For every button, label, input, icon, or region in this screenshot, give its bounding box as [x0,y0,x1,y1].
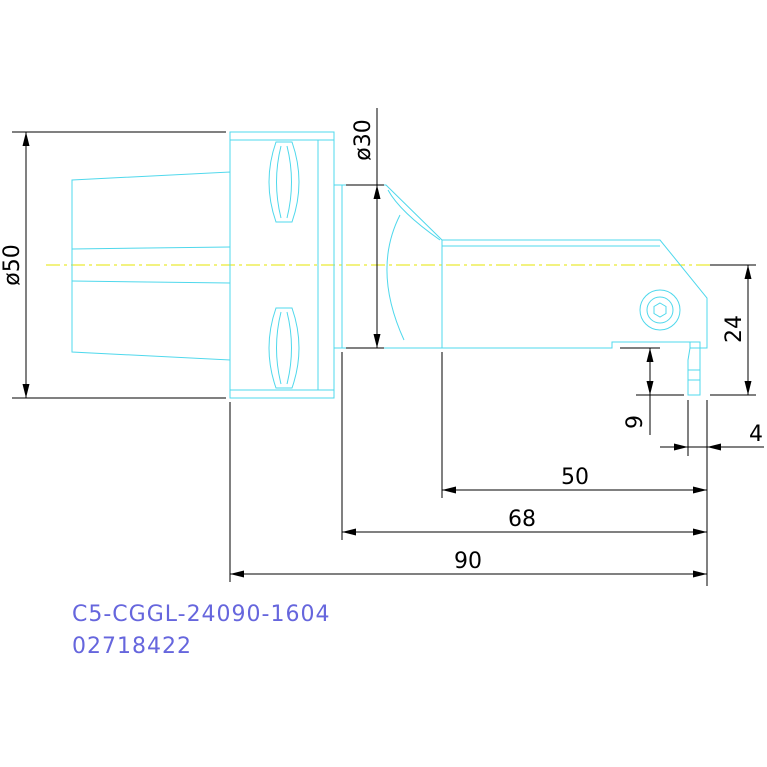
flange-block [229,131,335,399]
dim-shank-diameter: ø50 [0,132,30,398]
dim-bar-length: 50 [442,465,707,494]
dim-overall-length: 90 [230,549,707,578]
dim-height-label: 24 [722,315,747,343]
dim-bar-length-label: 50 [561,465,589,490]
dim-shank-diameter-label: ø50 [0,244,25,285]
neck [334,184,443,349]
dim-overall-length-label: 90 [454,549,482,574]
part-code: C5-CGGL-24090-1604 [72,602,331,627]
dim-tip-width: 4 [660,422,764,451]
dim-insert-offset: 9 [623,348,654,435]
dim-insert-offset-label: 9 [623,415,648,429]
coupling-cone [71,171,231,361]
dim-tip-width-label: 4 [749,422,763,447]
extension-lines [12,131,756,586]
dim-neck-length-label: 68 [508,507,536,532]
bar-head [442,239,708,396]
dim-neck-diameter: ø30 [351,108,381,348]
dim-neck-diameter-label: ø30 [351,119,376,160]
part-number: 02718422 [72,634,192,659]
dim-height: 24 [722,265,752,395]
dim-neck-length: 68 [342,507,707,536]
